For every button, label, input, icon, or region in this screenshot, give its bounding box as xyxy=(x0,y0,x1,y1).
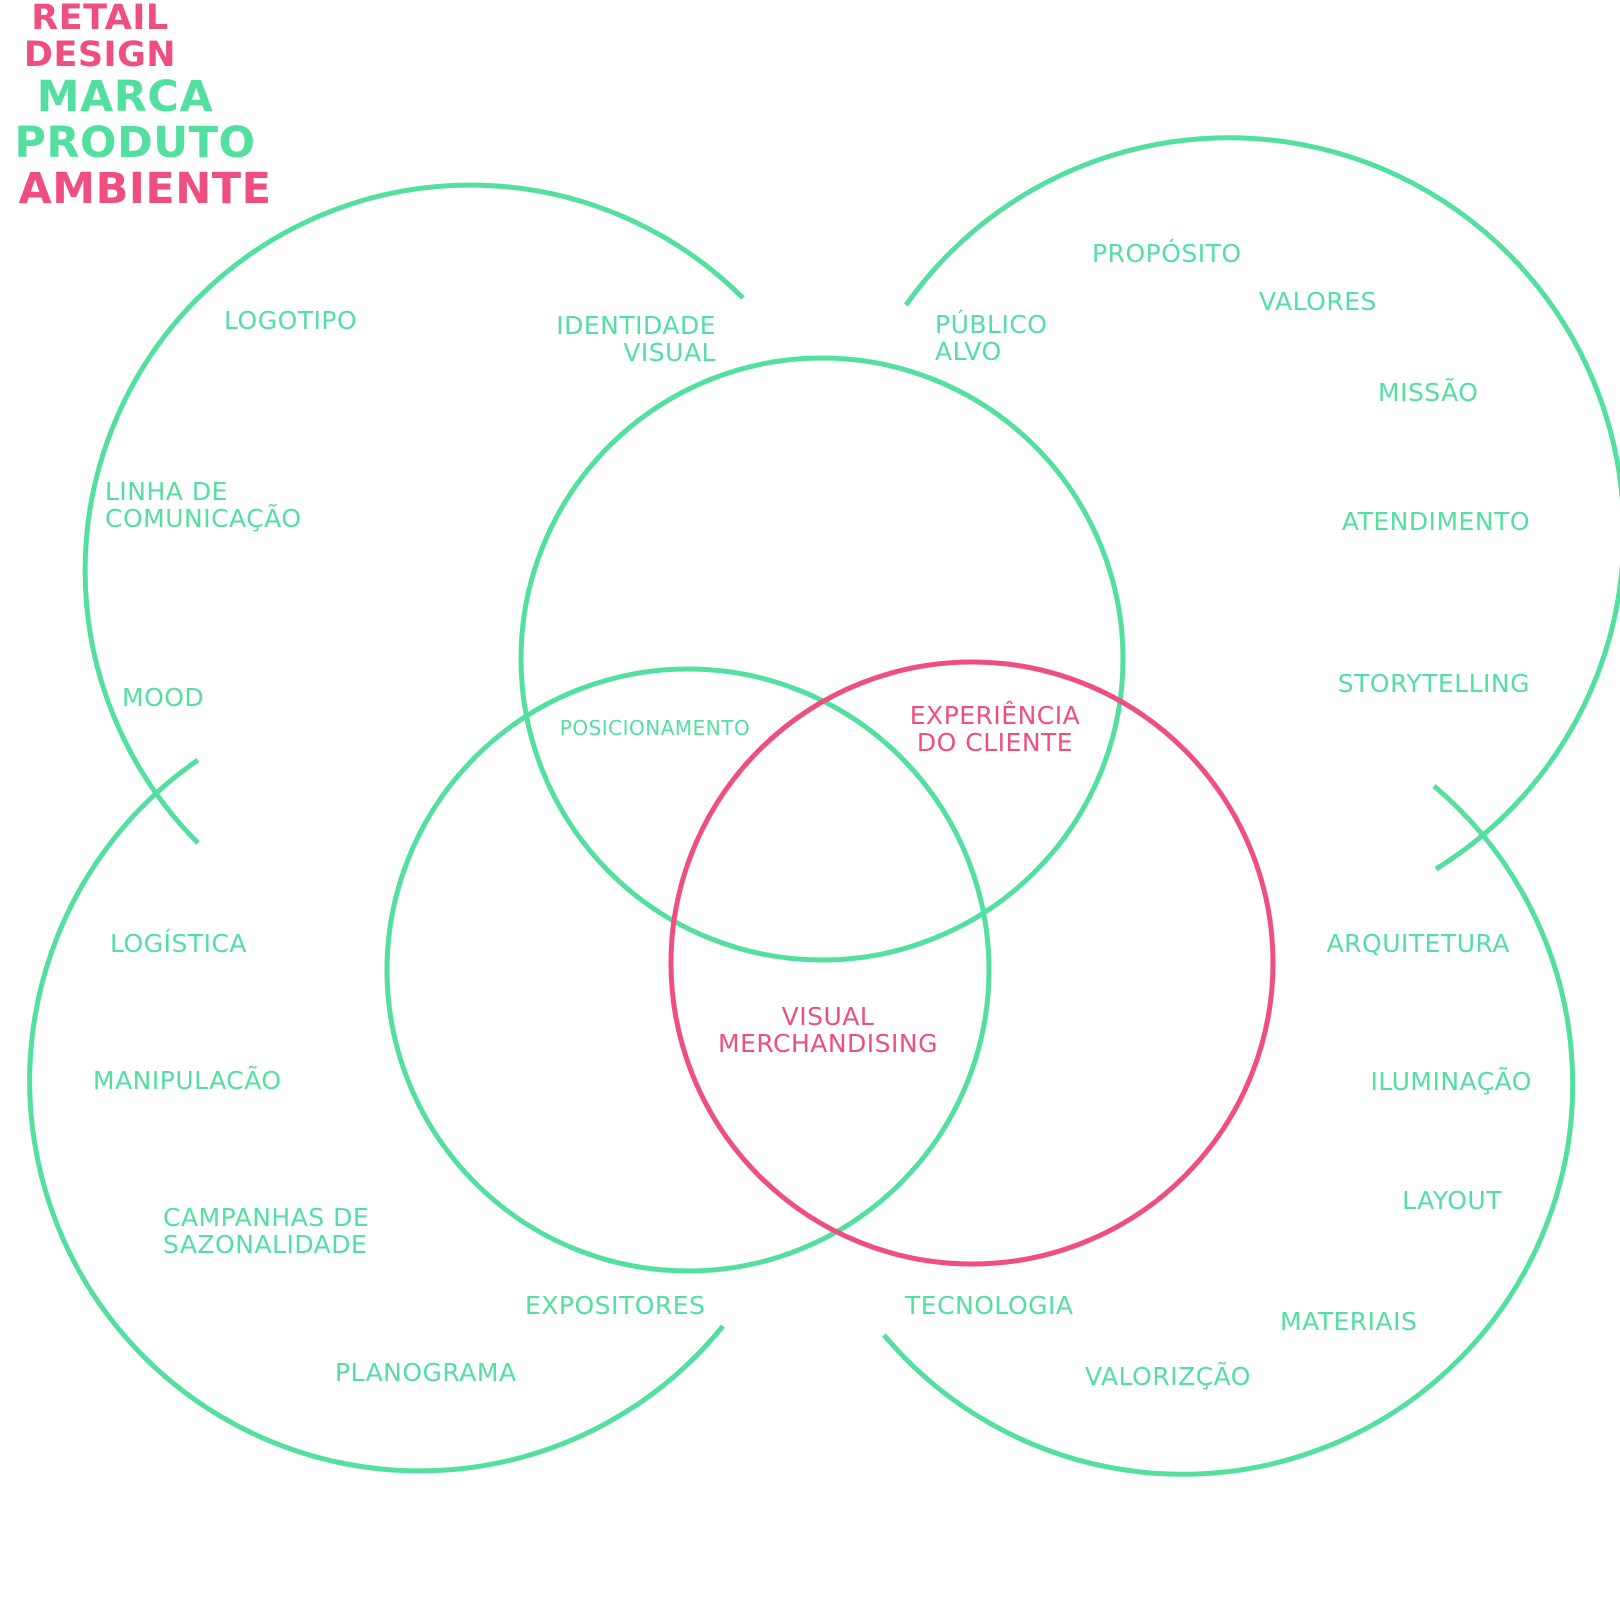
label-posicionamento: POSICIONAMENTO xyxy=(559,716,751,740)
label-tecnologia: TECNOLOGIA xyxy=(905,1291,1074,1320)
label-visual-merchandising: VISUAL MERCHANDISING xyxy=(708,1003,948,1057)
label-layout: LAYOUT xyxy=(1402,1186,1502,1215)
linha-line-1: LINHA DE xyxy=(105,477,228,506)
label-expositores: EXPOSITORES xyxy=(525,1291,706,1320)
label-arquitetura: ARQUITETURA xyxy=(1326,929,1510,958)
circle-produto xyxy=(384,666,992,1274)
label-materiais: MATERIAIS xyxy=(1280,1307,1418,1336)
publico-line-1: PÚBLICO xyxy=(935,310,1048,339)
label-campanhas-sazonalidade: CAMPANHAS DE SAZONALIDADE xyxy=(163,1204,369,1258)
label-missao: MISSÃO xyxy=(1378,378,1479,407)
circle-ambiente xyxy=(668,659,1276,1267)
label-atendimento: ATENDIMENTO xyxy=(1341,507,1530,536)
label-valores: VALORES xyxy=(1259,287,1377,316)
label-iluminacao: ILUMINAÇÃO xyxy=(1370,1067,1532,1096)
core-line-1: RETAIL xyxy=(31,0,169,38)
outer-arc-bottom-left xyxy=(27,757,725,1474)
outer-arc-top-right xyxy=(903,135,1620,872)
label-experiencia-cliente: EXPERIÊNCIA DO CLIENTE xyxy=(890,702,1100,756)
campanhas-line-2: SAZONALIDADE xyxy=(163,1230,368,1259)
label-marca: MARCA xyxy=(36,72,214,122)
label-valorizacao: VALORIZÇÃO xyxy=(1085,1362,1251,1391)
label-planograma: PLANOGRAMA xyxy=(335,1358,517,1387)
circle-marca xyxy=(518,355,1126,963)
identidade-line-2: VISUAL xyxy=(623,338,716,367)
label-mood: MOOD xyxy=(122,683,205,712)
outer-arc-top-left xyxy=(82,182,745,845)
core-line-2: DESIGN xyxy=(23,35,177,75)
outer-arc-bottom-right xyxy=(882,784,1576,1477)
linha-line-2: COMUNICAÇÃO xyxy=(105,504,302,533)
label-manipulacao: MANIPULACÃO xyxy=(93,1066,282,1095)
vm-line-1: VISUAL xyxy=(781,1002,875,1031)
campanhas-line-1: CAMPANHAS DE xyxy=(163,1203,370,1232)
experiencia-line-1: EXPERIÊNCIA xyxy=(909,701,1081,730)
label-linha-comunicacao: LINHA DE COMUNICAÇÃO xyxy=(105,478,302,532)
label-ambiente: AMBIENTE xyxy=(18,164,272,214)
label-publico-alvo: PÚBLICO ALVO xyxy=(935,311,1047,365)
core-title: RETAIL DESIGN xyxy=(0,0,200,74)
experiencia-line-2: DO CLIENTE xyxy=(916,728,1074,757)
publico-line-2: ALVO xyxy=(935,337,1002,366)
label-logistica: LOGÍSTICA xyxy=(110,929,248,958)
label-logotipo: LOGOTIPO xyxy=(224,306,358,335)
label-storytelling: STORYTELLING xyxy=(1337,669,1530,698)
label-identidade-visual: IDENTIDADE VISUAL xyxy=(540,312,716,366)
vm-line-2: MERCHANDISING xyxy=(718,1029,938,1058)
label-proposito: PROPÓSITO xyxy=(1092,239,1242,268)
label-produto: PRODUTO xyxy=(14,118,256,168)
identidade-line-1: IDENTIDADE xyxy=(556,311,716,340)
